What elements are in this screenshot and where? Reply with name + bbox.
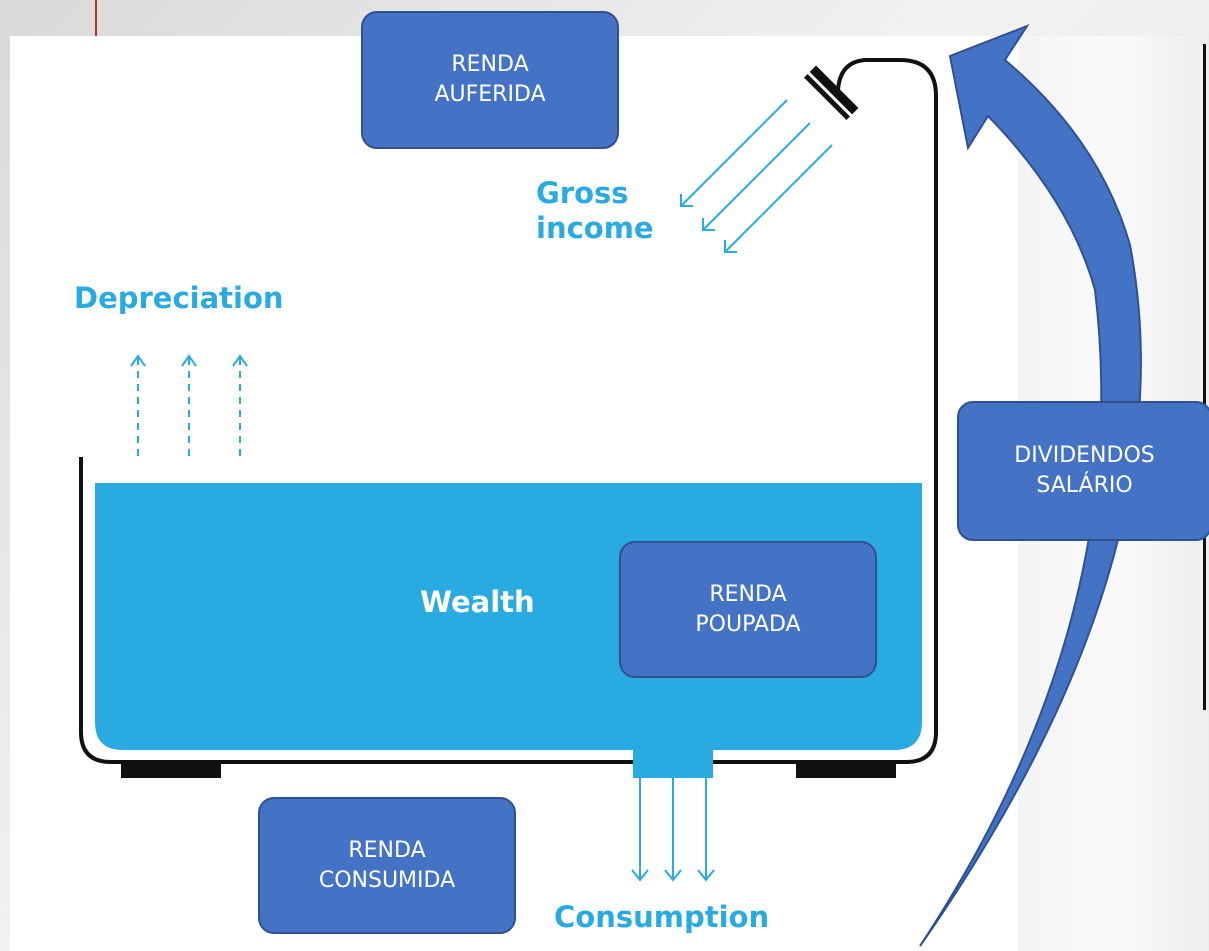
gross-income-arrows <box>680 99 833 253</box>
side-border-line <box>1203 44 1206 710</box>
background-accent-line <box>95 0 97 36</box>
consumption-arrows <box>631 778 715 882</box>
faucet-head <box>804 65 859 120</box>
depreciation-arrows <box>130 354 248 456</box>
income-cycle-arrow <box>919 23 1142 947</box>
consumption-label: Consumption <box>554 900 770 934</box>
tank-foot-left <box>121 764 221 778</box>
gross-income-label: Gross income <box>536 176 654 245</box>
drain-outlet <box>633 750 713 778</box>
tank-foot-right <box>796 764 896 778</box>
tank-outline <box>79 58 938 764</box>
depreciation-label: Depreciation <box>74 281 284 315</box>
wealth-label: Wealth <box>420 585 535 619</box>
